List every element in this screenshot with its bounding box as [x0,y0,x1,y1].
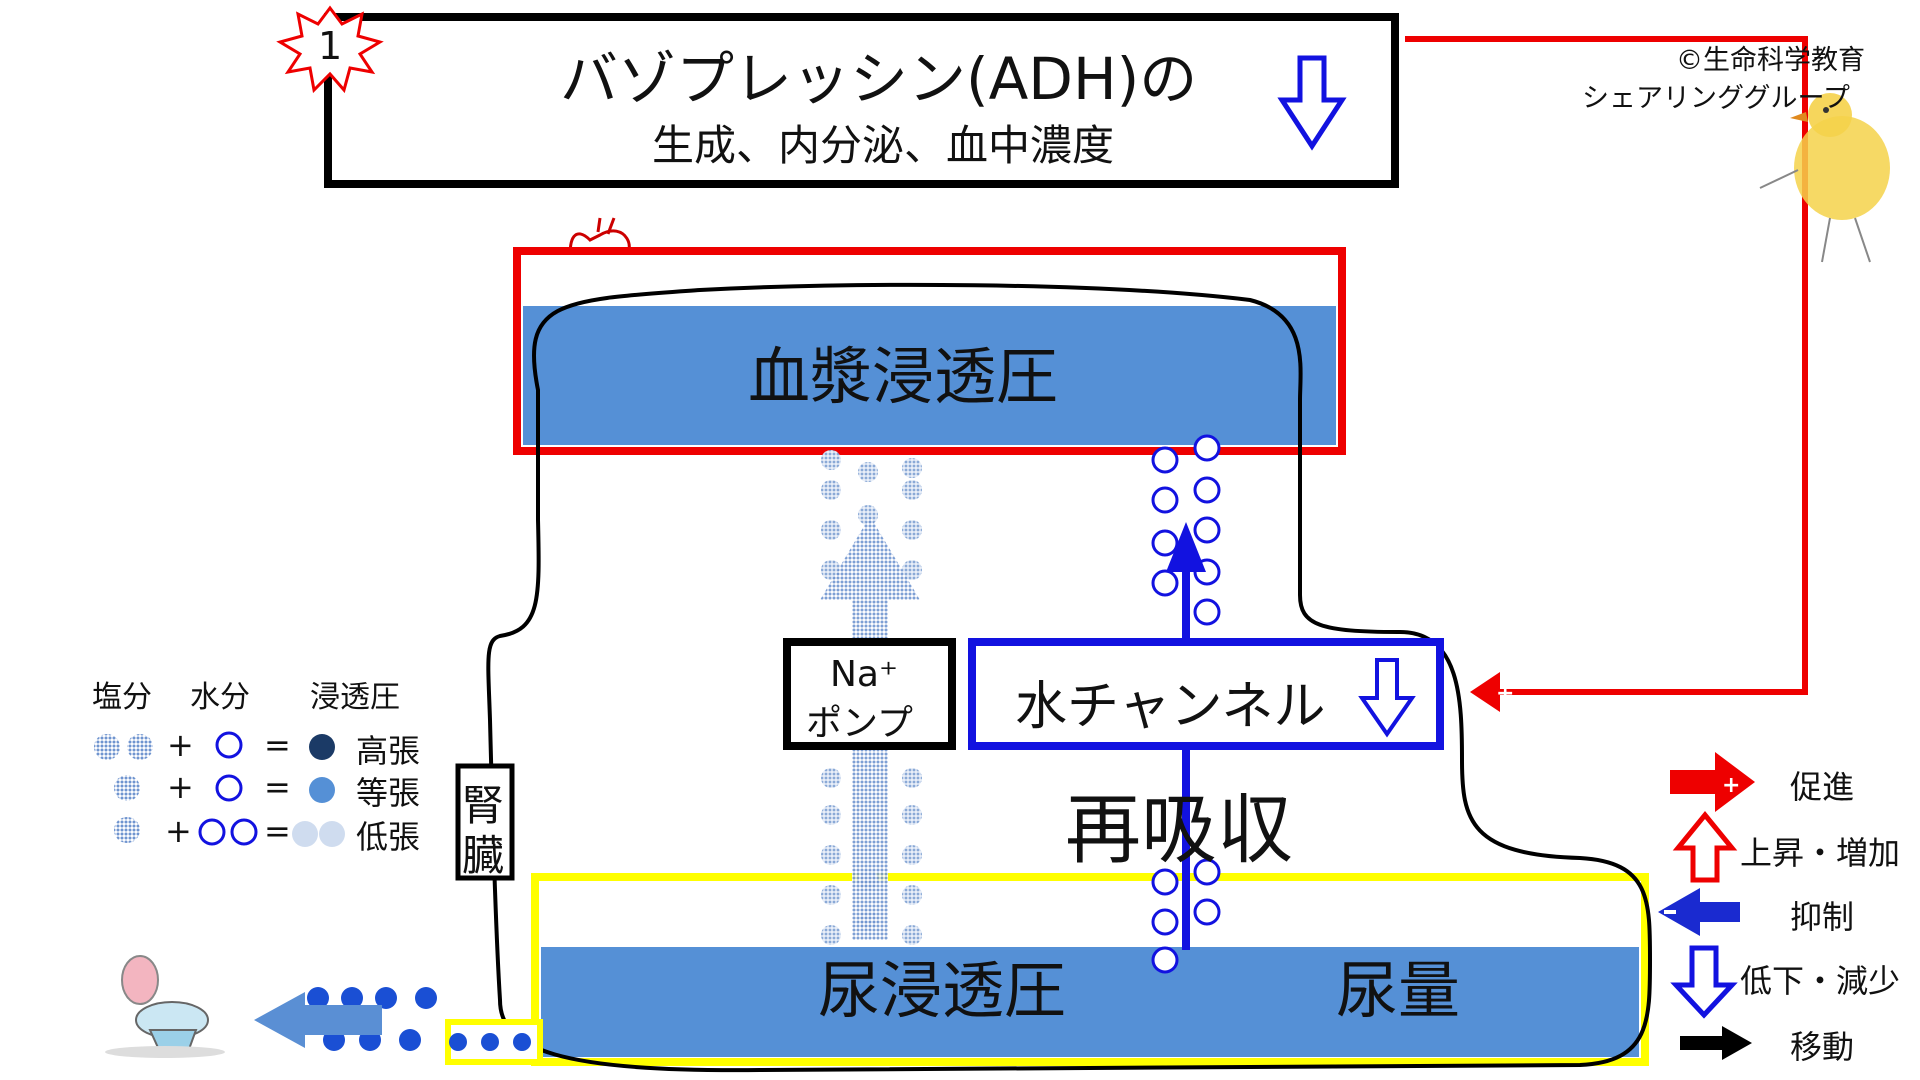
legend-move: 移動 [1790,1028,1855,1066]
svg-text:+: + [1722,773,1740,798]
water-up-head [1166,522,1206,572]
legend-eq-3: = [264,812,291,850]
copyright-line1: ©生命科学教育 [1676,45,1865,76]
na-pump-line1: Na⁺ [830,654,898,695]
promote-arrow-icon [1670,752,1755,812]
kidney-label-2: 臓 [462,831,505,880]
star-badge-number: 1 [318,24,343,68]
feedback-arrow-head [1470,672,1500,712]
decrease-arrow-icon [1670,945,1738,1019]
legend-header-osmotic: 浸透圧 [310,680,400,715]
urine-osmotic-label: 尿浸透圧 [818,954,1067,1027]
chick-icon [1759,93,1890,263]
title-box [324,13,1399,188]
legend-left-graphics [94,731,345,847]
move-arrow-icon [1680,1026,1752,1060]
legend-inhibit: 抑制 [1790,898,1855,936]
na-pump-box [783,638,956,750]
increase-arrow-icon [1672,811,1738,883]
kidney-label-box [455,763,515,881]
toilet-icon [105,955,225,1058]
title-down-arrow-icon [1277,55,1347,151]
reabsorption-label: 再吸収 [1065,785,1293,874]
promote-plus-icon: + [1496,681,1514,706]
water-channel-label: 水チャンネル [1015,677,1326,737]
outflow-arrow [254,992,382,1048]
legend-label-isotonic: 等張 [356,774,421,812]
legend-right-graphics: + [1658,752,1755,1060]
water-channel-box [968,638,1444,750]
plasma-label: 血漿浸透圧 [748,340,1059,413]
inhibit-arrow-icon [1658,888,1740,936]
legend-plus-2: + [167,768,194,806]
legend-label-hypertonic: 高張 [356,732,421,770]
legend-eq-1: = [264,726,291,764]
legend-promote: 促進 [1790,768,1855,806]
plasma-fill [523,306,1336,445]
feedback-line [1405,36,1808,695]
na-pump-line2: ポンプ [806,703,913,744]
urine-volume-label: 尿量 [1336,954,1461,1027]
legend-header-water: 水分 [190,680,250,715]
legend-eq-2: = [264,768,291,806]
legend-plus-3: + [165,812,192,850]
legend-plus-1: + [167,726,194,764]
legend-header-salt: 塩分 [92,680,152,715]
water-column [1151,434,1221,974]
legend-decrease: 低下・減少 [1740,962,1901,1000]
star-badge [276,5,384,94]
title-line1: バゾプレッシン(ADH)の [560,45,1198,113]
urine-fill [541,947,1639,1057]
title-line2: 生成、内分泌、血中濃度 [652,121,1115,170]
legend-label-hypotonic: 低張 [356,818,421,856]
legend-increase: 上昇・増加 [1740,834,1901,872]
copyright-line2: シェアリンググループ [1582,83,1850,114]
water-channel-down-arrow-icon [1358,658,1416,738]
kidney-label-1: 腎 [462,781,505,830]
